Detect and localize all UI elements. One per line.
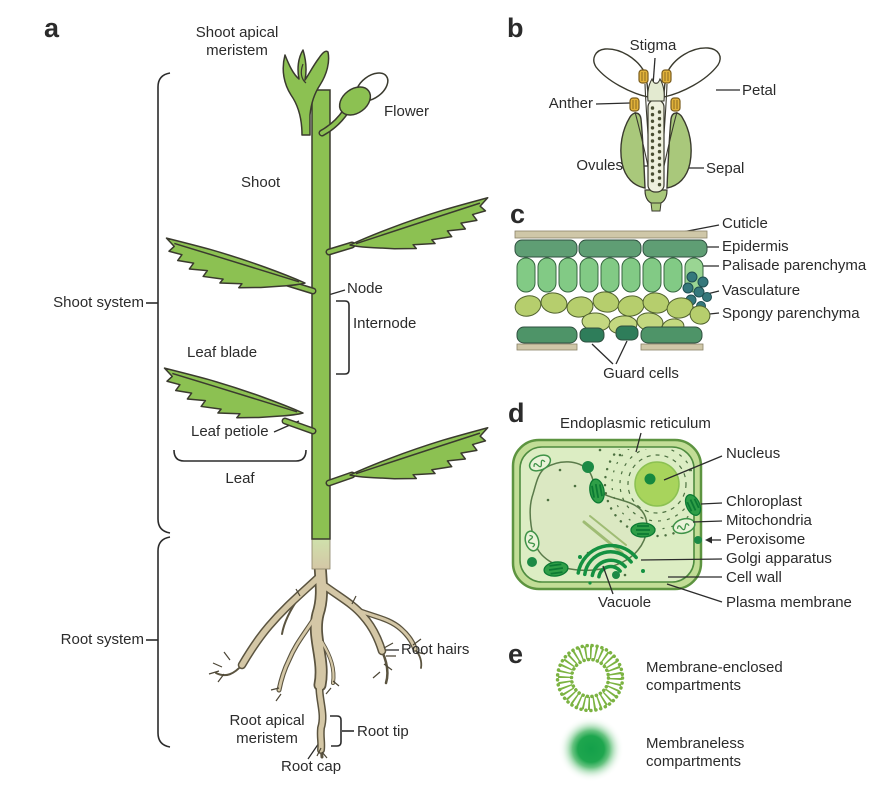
vasculature-cells — [682, 271, 712, 316]
label-shoot-system: Shoot system — [53, 294, 144, 311]
stem — [311, 89, 331, 540]
label-petal: Petal — [742, 82, 777, 99]
shoot-apical-bud — [282, 49, 330, 136]
label-golgi-apparatus: Golgi apparatus — [726, 550, 832, 567]
label-stigma: Stigma — [629, 37, 677, 54]
label-membrane-enclosed: Membrane-enclosed compartments — [646, 659, 783, 694]
mitochondria-shapes — [524, 454, 696, 552]
label-ovules: Ovules — [576, 157, 623, 174]
panel-a-leader-lines — [273, 289, 399, 760]
panel-d-leader-lines — [602, 432, 723, 603]
label-palisade-parenchyma: Palisade parenchyma — [722, 257, 867, 274]
guard-cell — [615, 325, 639, 341]
cuticle-top — [514, 230, 708, 239]
anthers — [629, 69, 681, 112]
label-spongy-parenchyma: Spongy parenchyma — [722, 305, 860, 322]
shoot-system-bracket — [146, 72, 171, 534]
plant-cell — [511, 432, 723, 603]
stem-root-transition — [311, 536, 331, 570]
peroxisome-arrowhead — [705, 536, 712, 544]
label-guard-cells: Guard cells — [603, 365, 679, 382]
label-internode: Internode — [353, 315, 417, 332]
label-membraneless: Membraneless compartments — [646, 735, 745, 770]
label-flower: Flower — [384, 103, 430, 120]
sepal-right — [666, 112, 692, 189]
flower-stem — [650, 202, 662, 212]
label-shoot: Shoot — [241, 174, 281, 191]
root-hairs-drawing — [208, 588, 426, 759]
flower-bud — [318, 72, 389, 137]
organelle-dots — [527, 461, 620, 579]
vacuole-shape — [529, 461, 648, 572]
epidermis-top — [514, 239, 708, 258]
panel-letter-d: d — [508, 398, 525, 428]
label-cuticle: Cuticle — [722, 215, 768, 232]
label-nucleus: Nucleus — [726, 445, 781, 462]
flower-section — [593, 47, 740, 212]
label-shoot-apical-meristem: Shoot apical meristem — [195, 24, 279, 59]
root-tip-bracket — [330, 715, 354, 747]
root-system-drawing — [208, 536, 426, 759]
label-peroxisome: Peroxisome — [726, 531, 806, 548]
label-node: Node — [347, 280, 383, 297]
label-epidermis: Epidermis — [722, 238, 789, 255]
membrane-enclosed-icon — [555, 643, 625, 713]
vacuole-streaks — [582, 515, 627, 555]
label-vasculature: Vasculature — [722, 282, 801, 299]
nucleus-shape — [634, 461, 680, 507]
ovary — [647, 99, 665, 193]
label-root-cap: Root cap — [281, 758, 342, 775]
plant-illustration — [146, 49, 491, 760]
label-root-hairs: Root hairs — [401, 641, 470, 658]
label-root-tip: Root tip — [357, 723, 409, 740]
label-endoplasmic-reticulum: Endoplasmic reticulum — [560, 415, 711, 432]
guard-cell — [579, 327, 605, 343]
peroxisome-shape — [694, 536, 702, 544]
palisade-cells — [516, 257, 704, 293]
label-sepal: Sepal — [706, 160, 745, 177]
golgi-vesicles — [578, 555, 645, 585]
label-mitochondria: Mitochondria — [726, 512, 812, 529]
endoplasmic-reticulum-shape — [603, 449, 692, 538]
label-vacuole: Vacuole — [598, 594, 652, 611]
ovules-dots — [650, 106, 662, 188]
root-system-bracket — [146, 536, 171, 748]
sepal-left — [620, 112, 646, 189]
membraneless-icon — [558, 716, 624, 782]
petal-right — [663, 47, 721, 98]
panel-letter-c: c — [510, 199, 526, 229]
label-chloroplast: Chloroplast — [726, 493, 802, 510]
stigma-shape — [647, 77, 665, 102]
chloroplasts — [543, 478, 702, 577]
panel-letter-b: b — [507, 13, 524, 43]
internode-bracket — [336, 300, 350, 375]
panel-letter-a: a — [44, 13, 60, 43]
label-leaf-blade: Leaf blade — [187, 344, 258, 361]
label-leaf: Leaf — [225, 470, 255, 487]
label-plasma-membrane: Plasma membrane — [726, 594, 852, 611]
label-anther: Anther — [548, 95, 593, 112]
spongy-cells — [514, 291, 711, 336]
leaf-cross-section — [514, 224, 720, 365]
compartment-legend — [555, 643, 625, 782]
leaf-bracket — [173, 449, 307, 462]
golgi-apparatus-shape — [576, 543, 638, 579]
cuticle-bottom — [516, 343, 704, 351]
label-root-system: Root system — [60, 631, 144, 648]
label-cell-wall: Cell wall — [726, 569, 782, 586]
panel-letter-e: e — [508, 639, 524, 669]
label-leaf-petiole: Leaf petiole — [191, 423, 269, 440]
label-root-apical-meristem: Root apical meristem — [229, 712, 305, 747]
nucleolus — [644, 473, 656, 485]
epidermis-bottom — [516, 325, 703, 344]
